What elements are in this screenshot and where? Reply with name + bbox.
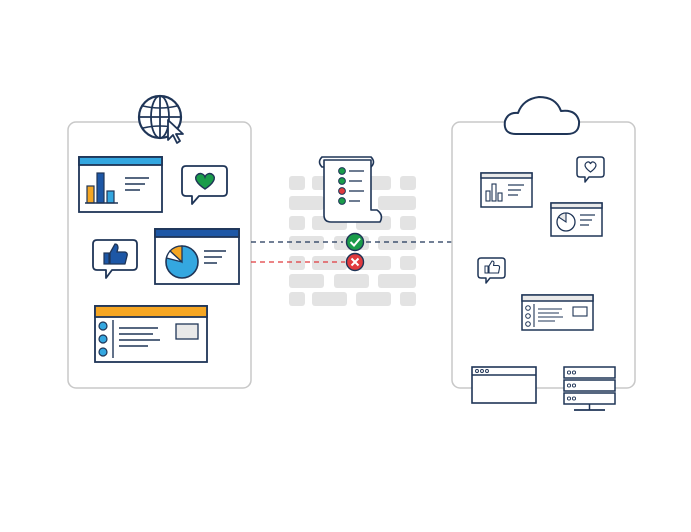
heart-icon-small bbox=[576, 156, 605, 183]
cloud-icon bbox=[503, 96, 581, 135]
pie-chart-card-small bbox=[550, 202, 603, 237]
firewall-brick bbox=[378, 236, 416, 250]
firewall-brick bbox=[400, 292, 416, 306]
firewall-brick bbox=[400, 176, 416, 190]
thumbs-up-icon-small bbox=[477, 257, 506, 284]
check-icon bbox=[345, 232, 365, 252]
firewall-brick bbox=[400, 216, 416, 230]
firewall-brick bbox=[289, 292, 305, 306]
firewall-brick bbox=[334, 274, 369, 288]
thumbs-up-icon bbox=[92, 239, 138, 279]
bar-chart-card bbox=[78, 156, 163, 213]
server-rack-icon bbox=[563, 366, 616, 411]
policy-scroll-icon bbox=[318, 156, 383, 223]
cursor-icon bbox=[167, 119, 184, 144]
firewall-brick bbox=[400, 256, 416, 270]
cross-icon bbox=[345, 252, 365, 272]
firewall-brick bbox=[356, 256, 391, 270]
list-card bbox=[94, 305, 208, 363]
firewall-brick bbox=[289, 274, 324, 288]
firewall-brick bbox=[289, 256, 305, 270]
firewall-brick bbox=[289, 176, 305, 190]
firewall-brick bbox=[312, 292, 347, 306]
heart-icon bbox=[181, 165, 228, 205]
firewall-brick bbox=[356, 292, 391, 306]
firewall-brick bbox=[378, 196, 416, 210]
firewall-brick bbox=[289, 236, 324, 250]
firewall-brick bbox=[289, 196, 324, 210]
cloud-panel bbox=[451, 121, 636, 389]
bar-chart-card-small bbox=[480, 172, 533, 208]
firewall-brick bbox=[312, 256, 347, 270]
firewall-brick bbox=[289, 216, 305, 230]
pie-chart-card bbox=[154, 228, 240, 285]
browser-window-icon bbox=[471, 366, 537, 404]
firewall-brick bbox=[378, 274, 416, 288]
list-card-small bbox=[521, 294, 594, 331]
